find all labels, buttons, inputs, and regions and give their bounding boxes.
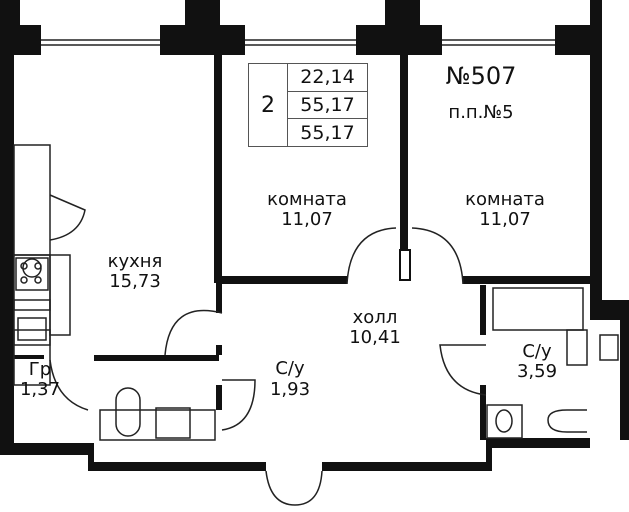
storage-area: 1,37 [19, 379, 61, 400]
apartment-number: №507 [445, 62, 517, 90]
apartment-sub-number: п.п.№5 [448, 102, 514, 123]
bathroom-1-name: С/у [275, 358, 305, 379]
rooms-count: 2 [249, 64, 288, 146]
bathroom-2-area: 3,59 [516, 361, 558, 382]
walls [0, 0, 629, 471]
bathroom-1-area: 1,93 [269, 379, 311, 400]
room-2-name: комната [465, 189, 545, 210]
fixtures [13, 39, 619, 506]
apartment-summary-table: 2 22,14 55,17 55,17 [248, 63, 368, 147]
room-1-name: комната [267, 189, 347, 210]
total-area-with-balcony: 55,17 [300, 121, 355, 144]
room-1-area: 11,07 [281, 209, 333, 230]
hall-name: холл [352, 307, 398, 328]
total-area: 55,17 [288, 92, 367, 120]
kitchen-name: кухня [107, 251, 163, 272]
hall-area: 10,41 [349, 327, 401, 348]
living-area: 22,14 [288, 64, 367, 92]
bathroom-2-name: С/у [522, 341, 552, 362]
room-2-area: 11,07 [479, 209, 531, 230]
kitchen-area: 15,73 [109, 271, 161, 292]
storage-name: Гр [28, 359, 52, 380]
